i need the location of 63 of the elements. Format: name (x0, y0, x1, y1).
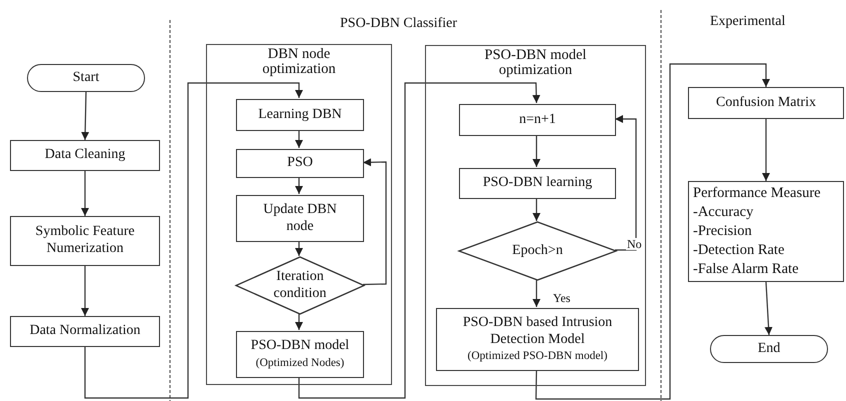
arrow (81, 266, 89, 316)
node-label: n=n+1 (519, 112, 556, 128)
process-box (459, 104, 616, 136)
terminal-shape (710, 335, 828, 363)
node-label: Confusion Matrix (716, 94, 816, 112)
process-box (10, 316, 160, 347)
process-box (10, 140, 160, 171)
process-box (236, 149, 364, 178)
node-label: Iteration condition (272, 268, 328, 302)
section-label: PSO-DBN Classifier (340, 16, 458, 32)
group-frame (425, 45, 646, 386)
arrow (762, 119, 770, 181)
arrow (764, 282, 773, 336)
arrow (295, 313, 303, 330)
process-box (10, 216, 160, 266)
process-box (688, 181, 844, 282)
group-heading: DBN node optimization (261, 47, 337, 78)
list-item: -Detection Rate (693, 240, 784, 260)
decision-diamond (236, 257, 364, 314)
arrow (362, 158, 387, 286)
node-label: PSO-DBN learning (482, 175, 592, 192)
edge-label: Yes (552, 292, 572, 304)
node-label: Update DBN node (262, 202, 338, 236)
node-label: End (758, 340, 780, 358)
node-label: PSO-DBN model (250, 338, 350, 355)
decision-diamond (459, 222, 616, 280)
list-item: -False Alarm Rate (693, 260, 799, 279)
arrow (295, 241, 303, 256)
list-item: -Accuracy (693, 203, 754, 222)
arrow (532, 135, 540, 167)
process-box (436, 308, 639, 371)
terminal-shape (27, 64, 145, 92)
process-box (688, 87, 844, 119)
arrow (84, 82, 303, 399)
list-item: -Precision (693, 222, 752, 241)
arrow (81, 171, 89, 216)
node-note: (Optimized Nodes) (256, 357, 344, 371)
arrow (295, 130, 303, 148)
node-label: Epoch>n (512, 242, 563, 260)
process-box (236, 195, 364, 242)
node-label: Learning DBN (258, 106, 342, 124)
process-box (236, 331, 364, 378)
node-label: Symbolic Feature Numerization (34, 224, 136, 258)
arrow (532, 279, 540, 307)
node-label: Data Normalization (30, 323, 140, 340)
arrow (615, 115, 637, 251)
group-frame (206, 44, 392, 385)
arrow (532, 198, 540, 221)
node-label: PSO (287, 155, 313, 172)
arrow (535, 63, 770, 400)
arrow (81, 92, 90, 140)
process-box (459, 168, 616, 199)
arrow (298, 82, 540, 399)
node-note: (Optimized PSO-DBN model) (468, 350, 608, 364)
node-label: Start (72, 70, 100, 86)
group-heading: PSO-DBN model optimization (484, 48, 588, 78)
section-label: Experimental (710, 14, 786, 30)
edge-label: No (626, 238, 643, 250)
node-label: PSO-DBN based Intrusion Detection Model (462, 314, 614, 348)
node-label: Performance Measure (693, 184, 821, 204)
arrow (295, 177, 303, 194)
node-label: Data Cleaning (44, 147, 126, 164)
process-box (236, 99, 364, 131)
